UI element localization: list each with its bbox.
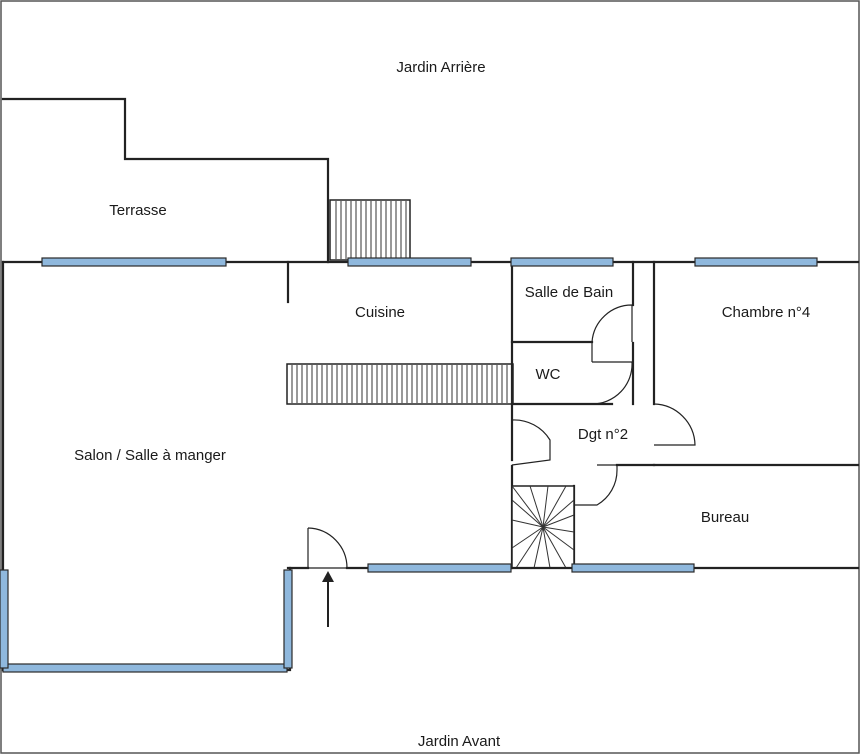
spiral-tread — [542, 485, 549, 528]
interior-stairs — [286, 363, 514, 405]
label-wc: WC — [536, 366, 561, 383]
label-chambre-4: Chambre n°4 — [722, 304, 811, 321]
spiral-tread — [533, 526, 544, 569]
terrace-outline — [1, 97, 330, 264]
entrance-arrow-icon — [322, 571, 334, 627]
label-jardin-avant: Jardin Avant — [418, 733, 501, 750]
door-wc — [591, 361, 633, 405]
spiral-tread — [511, 526, 544, 549]
window-bureau-front — [571, 563, 695, 573]
window-terrasse — [41, 257, 227, 267]
spiral-staircase — [511, 485, 575, 569]
spiral-tread — [515, 526, 544, 569]
spiral-tread — [542, 526, 551, 569]
label-jardin-arriere: Jardin Arrière — [396, 59, 485, 76]
label-terrasse: Terrasse — [109, 202, 167, 219]
label-salle-de-bain: Salle de Bain — [525, 284, 613, 301]
window-salle-de-bain — [510, 257, 614, 267]
window-salon-bay-side — [283, 569, 293, 669]
label-cuisine: Cuisine — [355, 304, 405, 321]
exterior-stairs — [329, 199, 411, 261]
window-salon-bay-bottom — [2, 663, 288, 673]
label-degagement-2: Dgt n°2 — [578, 426, 628, 443]
spiral-tread — [511, 519, 544, 528]
window-cuisine — [347, 257, 472, 267]
door-entrance — [307, 527, 348, 569]
spiral-tread — [529, 485, 544, 528]
door-corridor-left — [511, 419, 551, 466]
window-salon-left — [0, 569, 9, 669]
spiral-tread — [542, 485, 567, 528]
spiral-tread — [542, 526, 567, 569]
spiral-tread — [542, 526, 575, 551]
spiral-tread — [542, 526, 575, 533]
spiral-tread — [542, 499, 575, 528]
window-chambre — [694, 257, 818, 267]
door-bathroom — [591, 304, 633, 362]
label-salon: Salon / Salle à manger — [74, 447, 226, 464]
spiral-tread — [511, 485, 544, 528]
door-chambre — [653, 403, 696, 446]
spiral-tread — [542, 514, 575, 528]
spiral-tread — [511, 499, 544, 528]
salon-bay-wall — [1, 566, 292, 672]
door-bureau — [574, 464, 618, 506]
window-salon-front — [367, 563, 512, 573]
label-bureau: Bureau — [701, 509, 749, 526]
